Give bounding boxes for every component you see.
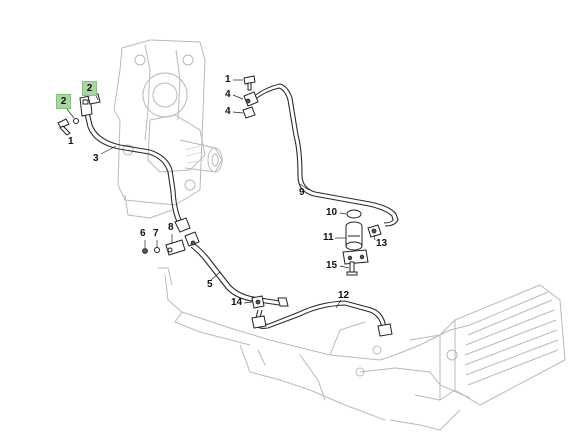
label-part-7: 7: [153, 228, 159, 239]
label-part-6: 6: [140, 228, 146, 239]
o-ring-10: [346, 209, 362, 219]
fitting-7: [154, 247, 160, 253]
label-part-11: 11: [323, 232, 334, 243]
label-part-13: 13: [376, 238, 388, 249]
screw-15: [346, 261, 358, 276]
fitting-4-top: [243, 91, 259, 107]
switch-11: [342, 221, 369, 265]
fitting-8: [165, 239, 186, 256]
fitting-14: [251, 295, 265, 309]
label-part-4-bottom: 4: [225, 106, 231, 117]
label-part-1-top: 1: [225, 74, 231, 85]
label-part-15: 15: [326, 260, 338, 271]
fitting-4-bottom: [242, 106, 256, 119]
tube-3: [83, 107, 183, 225]
fitting-13: [367, 224, 382, 238]
tube-12: [251, 300, 393, 337]
label-part-4-top: 4: [225, 89, 231, 100]
tube-9: [249, 83, 399, 227]
callout-right: 2: [82, 81, 97, 96]
label-part-12: 12: [338, 290, 350, 301]
washer-left: [73, 118, 79, 124]
gearbox-housing: [113, 39, 223, 219]
label-part-1-left: 1: [68, 136, 74, 147]
label-part-8: 8: [168, 222, 174, 233]
bolt-1-top: [243, 75, 256, 91]
chassis-frame: [158, 267, 566, 431]
label-part-14: 14: [231, 297, 243, 308]
callout-left: 2: [56, 94, 71, 109]
fitting-6: [142, 248, 148, 254]
label-part-10: 10: [326, 207, 338, 218]
bolt-left: [57, 118, 71, 136]
joint-upper: [174, 217, 200, 247]
tube-5: [190, 243, 289, 307]
label-part-9: 9: [299, 187, 305, 198]
label-part-3: 3: [93, 153, 99, 164]
label-part-5: 5: [207, 279, 213, 290]
